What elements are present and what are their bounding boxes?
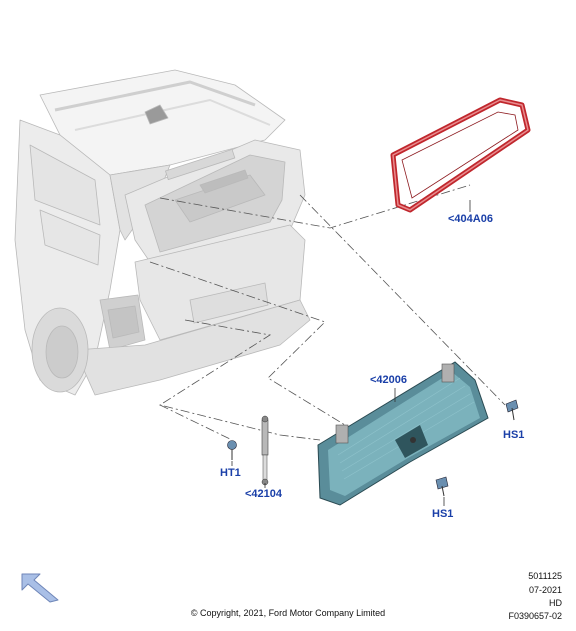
callout-leaders xyxy=(231,200,471,506)
callout-ht1[interactable]: HT1 xyxy=(220,467,241,479)
weatherstrip-seal-part xyxy=(390,97,531,213)
callout-weatherstrip[interactable]: <404A06 xyxy=(448,213,493,225)
drawing-code-1: 5011125 xyxy=(528,571,562,581)
copyright-notice: © Copyright, 2021, Ford Motor Company Li… xyxy=(190,608,386,618)
ht1-fastener xyxy=(227,440,237,460)
drawing-code-3: F0390657-02 xyxy=(508,611,562,621)
vehicle-illustration xyxy=(14,69,311,396)
hinge-screw-right xyxy=(505,399,519,421)
callout-hs1-bottom[interactable]: HS1 xyxy=(432,508,454,520)
callout-hs1-right[interactable]: HS1 xyxy=(503,429,525,441)
callout-rear-glass[interactable]: <42006 xyxy=(370,374,408,386)
hinge-screw-bottom xyxy=(435,476,449,497)
leader-lines xyxy=(149,184,506,441)
callout-lift-strut[interactable]: <42104 xyxy=(245,488,283,500)
rear-glass-part xyxy=(317,361,489,506)
drawing-date: 07-2021 xyxy=(528,585,562,595)
back-arrow-icon[interactable] xyxy=(18,570,62,604)
drawing-code-2: HD xyxy=(549,598,562,608)
lift-strut-part xyxy=(261,415,269,486)
